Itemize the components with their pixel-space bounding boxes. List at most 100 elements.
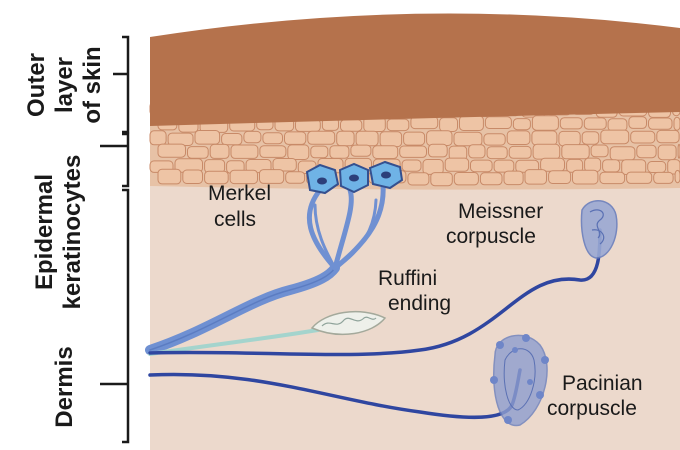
label-merkel-line2: cells <box>214 208 256 231</box>
keratinocyte-cell <box>350 144 372 157</box>
keratinocyte-cell <box>355 130 379 147</box>
keratinocyte-cell <box>503 170 524 186</box>
keratinocyte-cell <box>243 130 262 144</box>
keratinocyte-cell <box>583 117 607 130</box>
keratinocyte-cell <box>444 157 470 172</box>
keratinocyte-cell <box>626 171 653 184</box>
keratinocyte-cell <box>674 169 680 184</box>
merkel-nerve-outline <box>149 267 336 351</box>
keratinocyte-cell <box>540 157 565 172</box>
keratinocyte-cell <box>336 130 355 147</box>
label-ruffini-line2: ending <box>388 292 451 315</box>
keratinocyte-cell <box>272 158 297 172</box>
keratinocyte-cell <box>636 144 657 159</box>
keratinocyte-cell <box>287 144 310 160</box>
merkel-branches <box>306 182 386 271</box>
keratinocyte-cell <box>531 115 559 131</box>
keratinocyte-cell <box>453 131 483 147</box>
keratinocyte-cell <box>484 116 512 130</box>
keratinocyte-cell <box>459 115 484 131</box>
label-outer-line1: Outer <box>23 53 50 117</box>
keratinocyte-cell <box>221 133 243 146</box>
keratinocyte-cell <box>187 146 209 159</box>
meissner-corpuscle <box>580 200 618 259</box>
label-pacinian-line1: Pacinian <box>562 372 643 395</box>
label-epidermal-line1: Epidermal <box>31 174 58 290</box>
label-ruffini-line1: Ruffini <box>378 267 437 290</box>
label-outer-line2: layer <box>51 57 78 113</box>
outer-skin-layer <box>150 13 680 127</box>
keratinocyte-cell <box>548 170 572 185</box>
keratinocyte-cell <box>559 117 583 130</box>
keratinocyte-cell <box>628 116 648 129</box>
keratinocyte-cell <box>453 172 479 186</box>
keratinocyte-cell <box>524 169 547 185</box>
keratinocyte-cell <box>609 146 636 161</box>
keratinocyte-cell <box>486 146 508 160</box>
meissner-nerve <box>148 228 602 357</box>
bracket-keratinocytes <box>100 132 130 188</box>
merkel-cells <box>305 160 404 195</box>
keratinocyte-cell <box>673 116 680 131</box>
label-outer-line3: of skin <box>79 46 106 123</box>
ruffini-ending <box>310 310 387 336</box>
keratinocyte-cell <box>182 169 204 184</box>
keratinocyte-cell <box>307 130 336 145</box>
keratinocyte-cell <box>310 145 329 159</box>
keratinocyte-cell <box>599 171 626 185</box>
keratinocyte-cell <box>262 132 283 145</box>
keratinocyte-cell <box>430 172 453 187</box>
keratinocyte-cell <box>230 144 259 159</box>
keratinocyte-cell <box>602 159 621 173</box>
keratinocyte-cell <box>209 143 230 159</box>
keratinocyte-cell <box>401 159 422 172</box>
keratinocyte-cell <box>340 119 363 132</box>
keratinocyte-cell <box>470 159 493 173</box>
keratinocyte-cell <box>379 131 403 148</box>
keratinocyte-cell <box>572 169 599 185</box>
keratinocyte-cell <box>403 131 426 146</box>
keratinocyte-cell <box>426 130 453 147</box>
keratinocyte-cell <box>229 169 259 185</box>
keratinocyte-cell <box>329 145 350 159</box>
keratinocyte-cell <box>439 117 459 132</box>
label-dermis: Dermis <box>51 346 78 427</box>
keratinocyte-cell <box>399 145 428 158</box>
structure-labels: Merkel cells Ruffini ending Meissner cor… <box>208 182 643 420</box>
label-meissner-line1: Meissner <box>458 200 543 223</box>
keratinocyte-cell <box>630 130 656 144</box>
label-meissner-line2: corpuscle <box>446 225 536 248</box>
keratinocyte-cell <box>647 161 667 173</box>
label-epidermal-line2: keratinocytes <box>59 155 86 310</box>
bracket-outer-skin <box>113 35 130 134</box>
keratinocyte-cell <box>600 129 630 145</box>
keratinocyte-cell <box>204 170 229 185</box>
keratinocyte-cell <box>561 144 590 160</box>
keratinocyte-cell <box>149 130 167 146</box>
keratinocyte-cell <box>506 130 531 145</box>
keratinocyte-cell <box>259 169 285 184</box>
keratinocyte-cell <box>657 144 677 161</box>
keratinocyte-cell <box>157 168 182 185</box>
label-merkel-line1: Merkel <box>208 182 271 205</box>
keratinocyte-cell <box>648 117 673 130</box>
keratinocyte-cell <box>285 171 306 184</box>
keratinocyte-cell <box>259 145 287 158</box>
keratinocyte-cell <box>656 129 680 144</box>
keratinocyte-cell <box>483 133 506 146</box>
keratinocyte-cell <box>386 118 410 132</box>
keratinocyte-cell <box>531 130 558 146</box>
keratinocyte-cell <box>407 172 430 186</box>
keratinocyte-cell <box>584 157 602 173</box>
label-pacinian-line2: corpuscle <box>547 397 637 420</box>
bracket-dermis <box>100 188 130 444</box>
pacinian-corpuscle <box>490 334 549 427</box>
keratinocyte-cell <box>194 130 221 145</box>
keratinocyte-cell <box>607 118 628 132</box>
keratinocyte-cell <box>590 144 609 158</box>
keratinocyte-cell <box>493 159 515 173</box>
keratinocyte-cell <box>508 145 532 159</box>
keratinocyte-cell <box>284 131 307 145</box>
keratinocyte-cell <box>428 143 448 158</box>
